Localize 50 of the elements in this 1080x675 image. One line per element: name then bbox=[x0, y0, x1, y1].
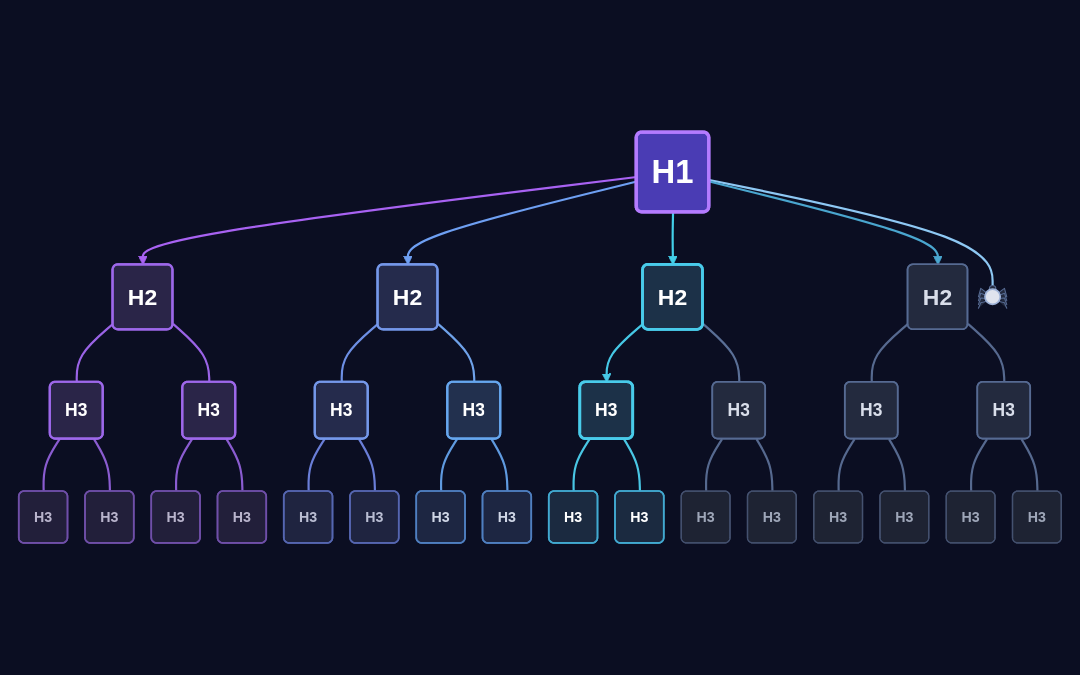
heading-box: H2 bbox=[906, 263, 969, 331]
connector bbox=[572, 438, 591, 492]
connector bbox=[490, 438, 509, 492]
connector bbox=[704, 438, 723, 492]
connector bbox=[967, 323, 1006, 383]
spider-icon bbox=[977, 285, 1008, 309]
heading-box: H2 bbox=[111, 263, 174, 331]
heading-box: H3 bbox=[481, 490, 533, 544]
heading-box: H3 bbox=[349, 490, 400, 544]
connector bbox=[888, 438, 906, 492]
connector bbox=[174, 438, 193, 492]
connector bbox=[837, 438, 856, 492]
heading-box: H3 bbox=[181, 380, 237, 440]
heading-box: H2 bbox=[376, 263, 439, 331]
heading-box: H3 bbox=[216, 490, 268, 544]
heading-box: H3 bbox=[843, 380, 899, 440]
connector bbox=[42, 438, 61, 492]
heading-box: H3 bbox=[446, 380, 502, 440]
heading-box: H2 bbox=[641, 262, 704, 331]
connector bbox=[93, 438, 111, 492]
connector bbox=[439, 438, 458, 492]
heading-box: H3 bbox=[976, 380, 1032, 440]
heading-box: H3 bbox=[711, 380, 767, 440]
heading-box: H3 bbox=[879, 490, 930, 544]
connector bbox=[1020, 438, 1039, 492]
arrow bbox=[709, 180, 943, 266]
heading-box: H3 bbox=[945, 490, 996, 544]
heading-box: H3 bbox=[746, 490, 797, 544]
heading-box: H3 bbox=[150, 490, 201, 544]
connector bbox=[225, 438, 244, 492]
heading-box: H3 bbox=[84, 490, 135, 544]
connector bbox=[623, 438, 641, 492]
heading-box: H3 bbox=[1011, 490, 1062, 544]
connector bbox=[969, 438, 988, 492]
heading-box: H1 bbox=[634, 130, 711, 214]
heading-box: H3 bbox=[313, 380, 369, 440]
heading-box: H3 bbox=[282, 490, 334, 544]
heading-box: H3 bbox=[547, 490, 599, 544]
connector bbox=[307, 438, 326, 492]
connector bbox=[358, 438, 376, 492]
connector bbox=[755, 438, 774, 492]
heading-box: H3 bbox=[578, 380, 635, 440]
heading-box: H3 bbox=[813, 490, 864, 544]
heading-box: H3 bbox=[17, 490, 69, 544]
heading-box: H3 bbox=[614, 490, 665, 544]
connector bbox=[870, 323, 909, 383]
heading-box: H3 bbox=[680, 490, 731, 544]
heading-box: H3 bbox=[48, 380, 104, 440]
connector bbox=[702, 323, 741, 383]
heading-box: H3 bbox=[415, 490, 466, 544]
